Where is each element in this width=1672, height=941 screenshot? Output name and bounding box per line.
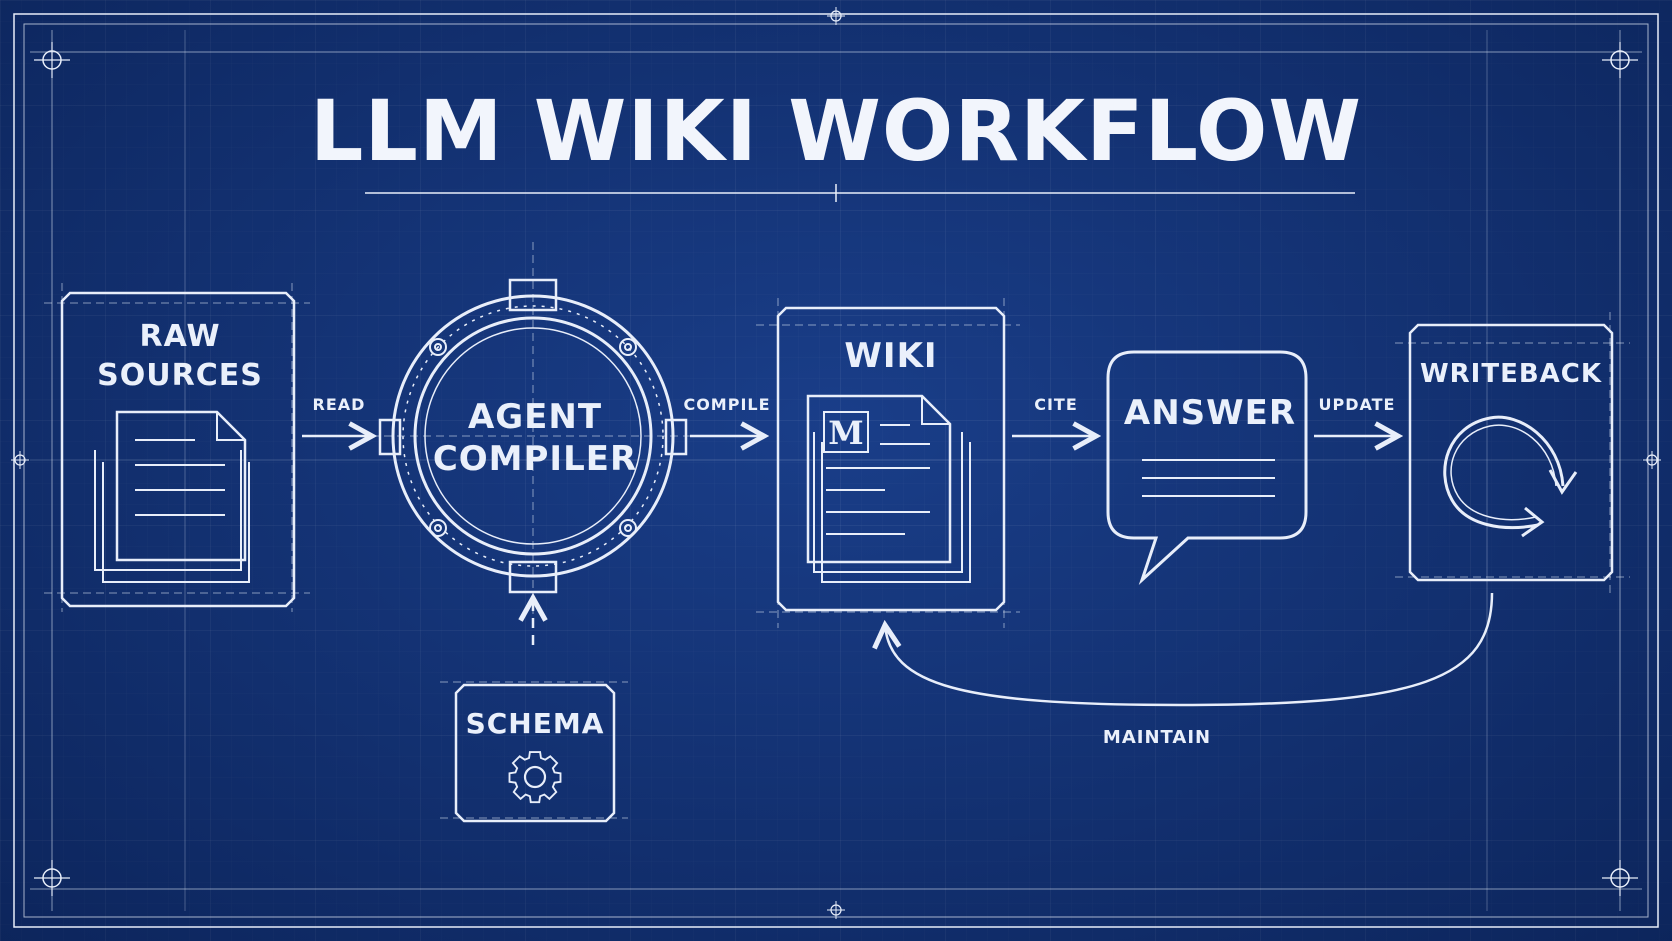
agent-compiler-node: AGENT COMPILER: [358, 242, 708, 630]
title-underline: [365, 184, 1355, 202]
gear-icon: [508, 751, 562, 804]
markdown-document-icon: M: [806, 394, 971, 583]
writeback-node: WRITEBACK: [1395, 312, 1630, 595]
raw-label: RAW: [139, 319, 220, 354]
wiki-badge: M: [828, 414, 863, 452]
wiki-label: WIKI: [844, 336, 937, 376]
update-label: UPDATE: [1319, 395, 1396, 414]
maintain-arrow: [885, 592, 1494, 707]
crosshair-icon: [826, 900, 846, 920]
crosshair-icon: [1601, 41, 1639, 79]
answer-label: ANSWER: [1124, 393, 1296, 433]
crosshair-icon: [33, 859, 71, 897]
agent-label: AGENT: [468, 397, 602, 437]
answer-node: ANSWER: [1106, 350, 1308, 585]
read-label: READ: [313, 395, 366, 414]
raw-sources-node: RAW SOURCES: [44, 283, 310, 612]
schema-label: SCHEMA: [466, 707, 605, 740]
maintain-label: MAINTAIN: [1103, 727, 1211, 748]
refresh-cycle-icon: [1443, 415, 1578, 538]
wiki-node: WIKI M: [756, 298, 1020, 628]
writeback-label: WRITEBACK: [1420, 359, 1602, 389]
sources-label: SOURCES: [97, 358, 263, 393]
crosshair-icon: [33, 41, 71, 79]
schema-node: SCHEMA: [440, 598, 628, 823]
compiler-label: COMPILER: [433, 439, 637, 479]
document-stack-icon: [94, 410, 250, 583]
crosshair-icon: [826, 6, 846, 26]
crosshair-icon: [1601, 859, 1639, 897]
cite-label: CITE: [1034, 395, 1078, 414]
compile-label: COMPILE: [683, 395, 770, 414]
speech-bubble-icon: [1106, 350, 1308, 585]
page-title: LLM WIKI WORKFLOW: [310, 82, 1362, 180]
